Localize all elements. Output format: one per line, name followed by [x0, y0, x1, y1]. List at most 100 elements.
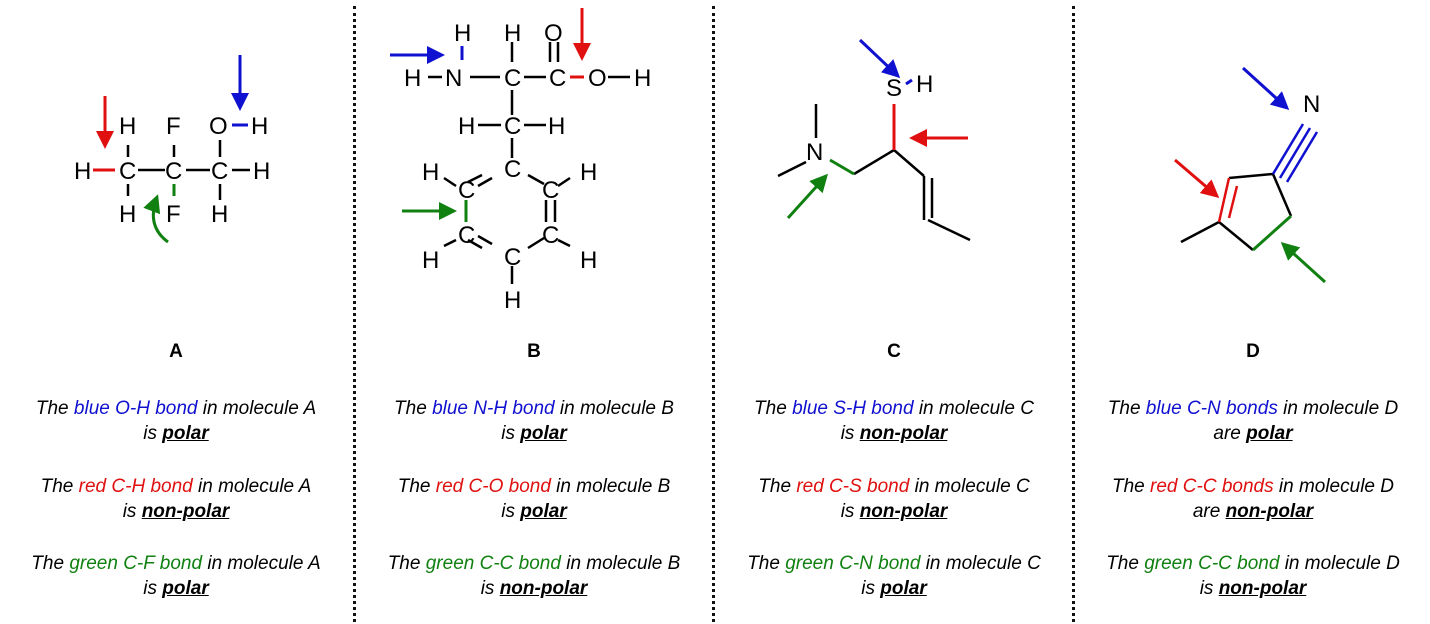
molecule-a-structure: H H C H F C F O H C H H [0, 0, 352, 330]
atom-o: O [588, 65, 607, 92]
green-cn-bond [829, 158, 855, 176]
colored-phrase: blue S-H bond [792, 398, 914, 419]
atom-c: C [165, 158, 182, 185]
colored-phrase: red C-C bonds [1150, 476, 1274, 497]
colored-phrase: blue N-H bond [432, 398, 555, 419]
atom-h: H [458, 113, 475, 140]
polarity-value: non-polar [499, 578, 588, 599]
atom-s: S [886, 75, 902, 102]
atom-n: N [445, 65, 462, 92]
green-arrow [786, 173, 829, 220]
colored-phrase: red C-O bond [435, 476, 551, 497]
atom-h: H [404, 65, 421, 92]
atom-h: H [454, 20, 471, 47]
atom-c: C [458, 222, 475, 249]
blue-sh-bond [905, 78, 913, 86]
atom-c: C [549, 65, 566, 92]
molecule-a-svg: H H C H F C F O H C H H [74, 55, 270, 244]
colored-phrase: green C-C bond [1144, 553, 1280, 574]
molecule-d-svg: N [1174, 66, 1327, 284]
red-arrow [1174, 158, 1220, 198]
atom-c: C [504, 113, 521, 140]
atom-h: H [548, 113, 565, 140]
green-cc-bond [1251, 214, 1293, 252]
atom-n: N [806, 139, 823, 166]
colored-phrase: red C-H bond [78, 476, 193, 497]
polarity-value: polar [1246, 423, 1293, 444]
atom-h: H [119, 201, 136, 228]
atom-h: H [74, 158, 91, 185]
atom-c: C [504, 156, 521, 183]
molecule-label: A [169, 341, 183, 362]
atom-c: C [211, 158, 228, 185]
molecule-label: C [887, 341, 901, 362]
molecule-label: B [527, 341, 541, 362]
atom-c: C [504, 244, 521, 271]
atom-o: O [209, 113, 228, 140]
polarity-value: non-polar [141, 501, 230, 522]
divider-3 [1072, 6, 1075, 622]
polarity-value: non-polar [859, 423, 948, 444]
atom-c: C [458, 177, 475, 204]
atom-c: C [542, 222, 559, 249]
polarity-value: polar [162, 578, 209, 599]
polarity-value: non-polar [859, 501, 948, 522]
molecule-label: D [1246, 341, 1260, 362]
atom-h: H [422, 159, 439, 186]
polarity-value: polar [520, 423, 567, 444]
panel-b: H H N H C O C O H H C H C C C C C C H H … [358, 0, 710, 624]
atom-f: F [166, 201, 181, 228]
blue-cn-triple-bond [1271, 123, 1319, 183]
atom-h: H [251, 113, 268, 140]
molecule-b-svg: H H N H C O C O H H C H C C C C C C H H … [390, 8, 651, 314]
molecule-b-structure: H H N H C O C O H H C H C C C C C C H H … [358, 0, 710, 330]
atom-h: H [580, 159, 597, 186]
atom-h: H [253, 158, 270, 185]
panel-a: H H C H F C F O H C H H A The blue O-H b… [0, 0, 352, 624]
atom-c: C [504, 65, 521, 92]
atom-f: F [166, 113, 181, 140]
blue-arrow [858, 38, 901, 79]
atom-h: H [211, 201, 228, 228]
green-arrow [143, 194, 169, 244]
polarity-value: polar [520, 501, 567, 522]
polarity-value: non-polar [1218, 578, 1307, 599]
colored-phrase: red C-S bond [796, 476, 910, 497]
colored-phrase: green C-F bond [69, 553, 203, 574]
red-cc-double-bond [1217, 177, 1239, 223]
atom-o: O [544, 20, 563, 47]
atom-h: H [119, 113, 136, 140]
polarity-value: non-polar [1225, 501, 1314, 522]
blue-arrow [1241, 66, 1290, 111]
molecule-c-svg: N S H [777, 38, 971, 242]
green-arrow [1280, 241, 1327, 284]
colored-phrase: blue O-H bond [73, 398, 198, 419]
atom-h: H [504, 20, 521, 47]
colored-phrase: green C-C bond [425, 553, 561, 574]
atom-h: H [504, 287, 521, 314]
polarity-value: polar [880, 578, 927, 599]
divider-1 [353, 6, 356, 622]
atom-c: C [119, 158, 136, 185]
divider-2 [712, 6, 715, 622]
atom-h: H [634, 65, 651, 92]
colored-phrase: green C-N bond [785, 553, 921, 574]
atom-c: C [542, 177, 559, 204]
atom-h: H [580, 247, 597, 274]
atom-n: N [1303, 91, 1320, 118]
colored-phrase: blue C-N bonds [1145, 398, 1278, 419]
